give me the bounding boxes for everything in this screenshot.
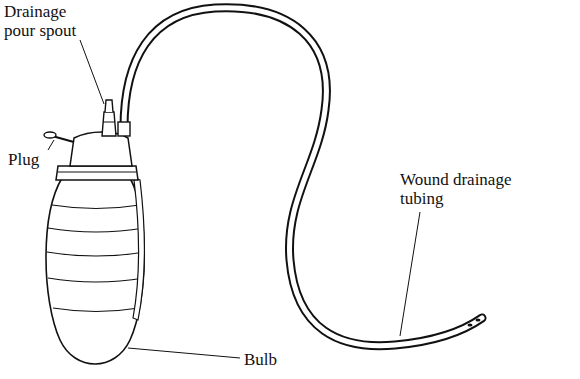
bulb [46, 178, 144, 364]
collar [56, 166, 138, 180]
drain-hole [468, 323, 473, 326]
strap [133, 178, 144, 320]
label-pour-spout: Drainage pour spout [4, 2, 96, 40]
cap [70, 132, 132, 166]
collar-line [58, 172, 136, 173]
drain-hole [476, 318, 481, 321]
tube-connector [118, 122, 130, 136]
label-bulb: Bulb [244, 350, 304, 369]
pour-spout [102, 112, 116, 136]
plug [44, 132, 56, 138]
label-tubing: Wound drainage tubing [400, 170, 540, 208]
leader-lines [48, 40, 420, 358]
label-plug: Plug [8, 150, 68, 169]
bulb-rings [47, 205, 145, 312]
spout-tip [105, 100, 113, 112]
spout-ring [103, 122, 115, 123]
